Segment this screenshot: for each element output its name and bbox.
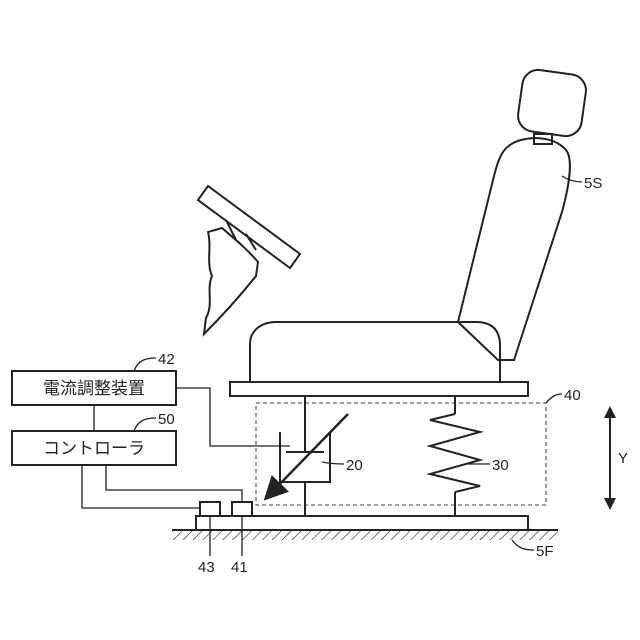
spring [430,396,480,516]
ref-41-label: 41 [231,559,248,576]
base-plate [196,516,528,530]
ref-43-label: 43 [198,559,215,576]
suspension-unit-boundary [256,403,546,505]
ref-40-label: 40 [564,387,581,404]
sensor-41 [232,502,252,516]
steering-wheel [198,186,300,334]
seat-plate [230,382,528,396]
ref-42-label: 42 [158,351,175,368]
seat-backrest [458,68,588,360]
controller-box: コントローラ [12,431,176,465]
controller-label: コントローラ [43,439,145,459]
leader-lines [134,176,582,556]
floor-hatch [172,530,558,540]
axis-y-label: Y [618,450,628,467]
damper [272,396,348,516]
ref-20-label: 20 [346,457,363,474]
ref-5f-label: 5F [536,543,554,560]
current-adjust-device-label: 電流調整装置 [43,379,145,399]
current-adjust-device-box: 電流調整装置 [12,371,176,405]
ref-50-label: 50 [158,411,175,428]
ref-30-label: 30 [492,457,509,474]
y-axis-arrow [604,406,616,510]
sensor-43 [200,502,220,516]
seat-cushion [250,322,500,382]
ref-5s-label: 5S [584,175,602,192]
